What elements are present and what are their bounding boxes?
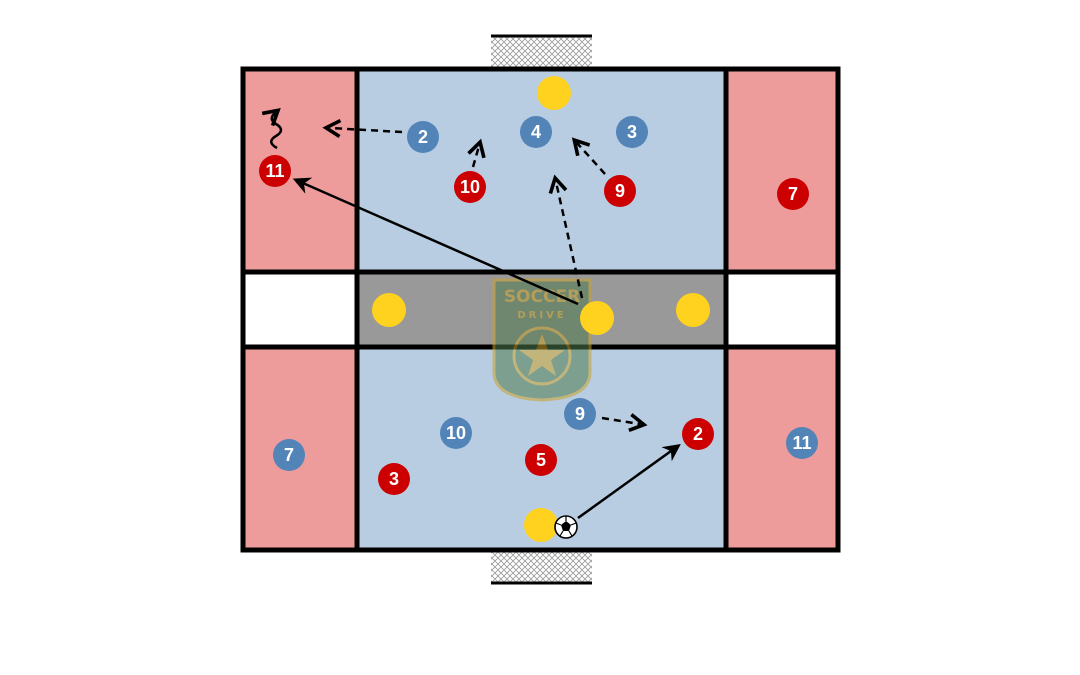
blue-player: 4: [520, 116, 552, 148]
logo-line2: DRIVE: [517, 310, 566, 321]
run-arrow-blue-9: [601, 413, 648, 433]
blue-player: 10: [440, 417, 472, 449]
player-number: 2: [693, 424, 703, 444]
run-arrow-red-10: [467, 138, 486, 168]
blue-player: 3: [616, 116, 648, 148]
player-number: 10: [460, 177, 480, 197]
right-gap: [723, 269, 841, 350]
red-player: 3: [378, 463, 410, 495]
player-number: 11: [265, 161, 284, 181]
dribble-line-red-11: [261, 108, 283, 150]
player-number: 9: [575, 404, 585, 424]
pass-arrow-to-red-11: [292, 177, 579, 306]
yellow-player-neutral-left: [372, 293, 406, 327]
player-number: 3: [389, 469, 399, 489]
player-number: 3: [627, 122, 637, 142]
pass-arrow-to-red-2: [577, 443, 681, 520]
yellow-player-neutral-center: [580, 301, 614, 335]
soccer-drive-logo: SOCCER DRIVE: [492, 278, 592, 402]
red-player: 2: [682, 418, 714, 450]
left-gap: [240, 269, 360, 350]
player-number: 7: [788, 184, 798, 204]
red-player: 5: [525, 444, 557, 476]
logo-ball-icon: [512, 326, 572, 386]
red-player: 7: [777, 178, 809, 210]
player-number: 4: [531, 122, 541, 142]
top-goal-net: [491, 36, 592, 68]
blue-player: 2: [407, 121, 439, 153]
player-number: 10: [446, 423, 466, 443]
player-number: 7: [284, 445, 294, 465]
blue-player: 11: [786, 427, 818, 459]
run-arrow-neutral-center: [548, 174, 584, 299]
player-number: 5: [536, 450, 546, 470]
run-arrow-blue-2: [322, 118, 403, 139]
yellow-player-top-goalkeeper: [537, 76, 571, 110]
run-arrow-red-9: [571, 137, 606, 175]
player-number: 2: [418, 127, 428, 147]
logo-line1: SOCCER: [504, 287, 580, 307]
red-player: 9: [604, 175, 636, 207]
player-number: 11: [792, 433, 811, 453]
logo-star-icon: [519, 334, 565, 376]
soccer-ball-icon: [554, 515, 578, 539]
yellow-player-neutral-right: [676, 293, 710, 327]
blue-player: 9: [564, 398, 596, 430]
blue-player: 7: [273, 439, 305, 471]
red-player: 10: [454, 171, 486, 203]
top-right-zone: [723, 66, 841, 275]
bottom-goal-net: [491, 550, 592, 583]
player-number: 9: [615, 181, 625, 201]
red-player: 11: [259, 155, 291, 187]
yellow-player-bottom-goalkeeper: [524, 508, 558, 542]
bottom-right-zone: [723, 344, 841, 553]
movement-lines: [261, 108, 681, 520]
